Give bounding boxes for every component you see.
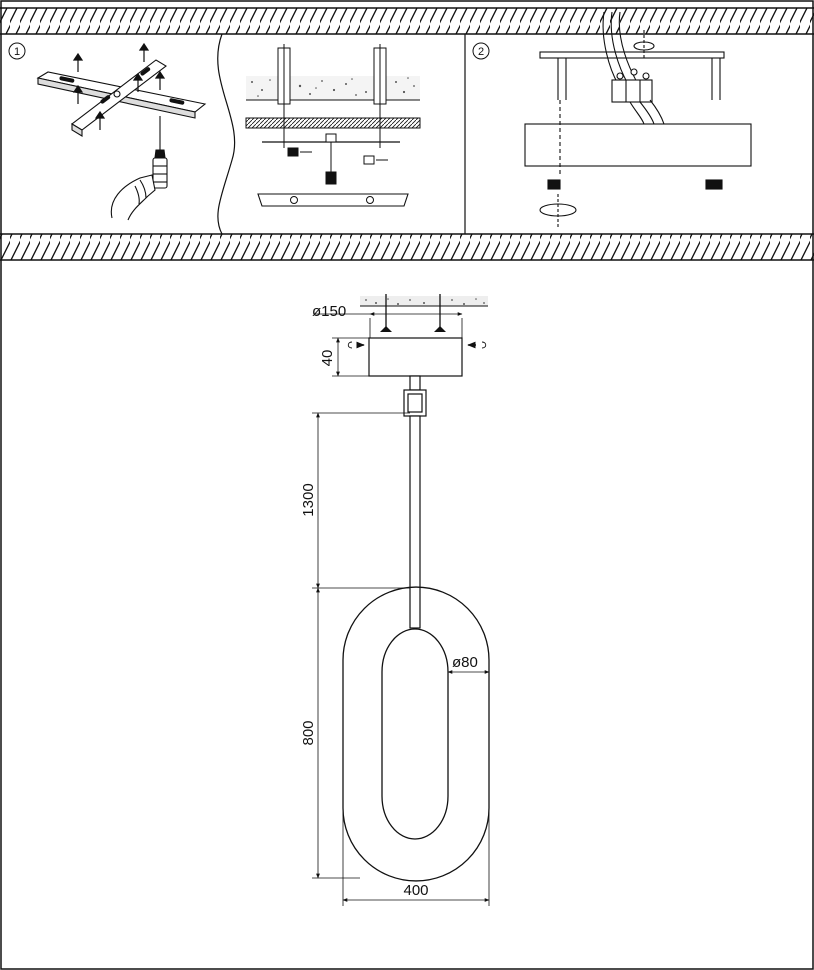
step-2-number: 2 <box>478 46 484 58</box>
tube-diameter-label: ø80 <box>452 654 478 671</box>
step-1-marker: 1 <box>8 42 26 60</box>
canopy-height-label: 40 <box>319 350 336 367</box>
ring-height-label: 800 <box>300 720 317 745</box>
cross-bracket-illustration <box>36 59 207 137</box>
step-1-number: 1 <box>14 46 20 58</box>
rod-length-dimension: 1300 <box>300 412 410 589</box>
ring-lamp-body <box>342 586 490 882</box>
ring-height-dimension: 800 <box>300 587 360 879</box>
wiring-canopy-illustration <box>524 11 752 228</box>
ring-width-dimension: 400 <box>342 808 490 906</box>
ring-width-label: 400 <box>403 882 428 899</box>
ceiling-section <box>360 294 488 332</box>
bracket-screws <box>72 42 166 130</box>
ceiling-band-top <box>0 7 814 35</box>
suspension-rod <box>403 375 427 629</box>
ceiling-band-middle <box>0 233 814 261</box>
step-2-marker: 2 <box>472 42 490 60</box>
canopy-diameter-dimension: ø150 <box>312 303 463 338</box>
drill-hand-illustration <box>110 116 168 221</box>
tube-diameter-dimension: ø80 <box>447 654 490 674</box>
panel-divider-wavy <box>217 33 236 235</box>
canopy-height-dimension: 40 <box>319 337 369 377</box>
canopy <box>347 337 487 377</box>
ceiling-anchor-section <box>245 44 421 207</box>
canopy-diameter-label: ø150 <box>312 303 346 320</box>
rod-length-label: 1300 <box>300 483 317 516</box>
